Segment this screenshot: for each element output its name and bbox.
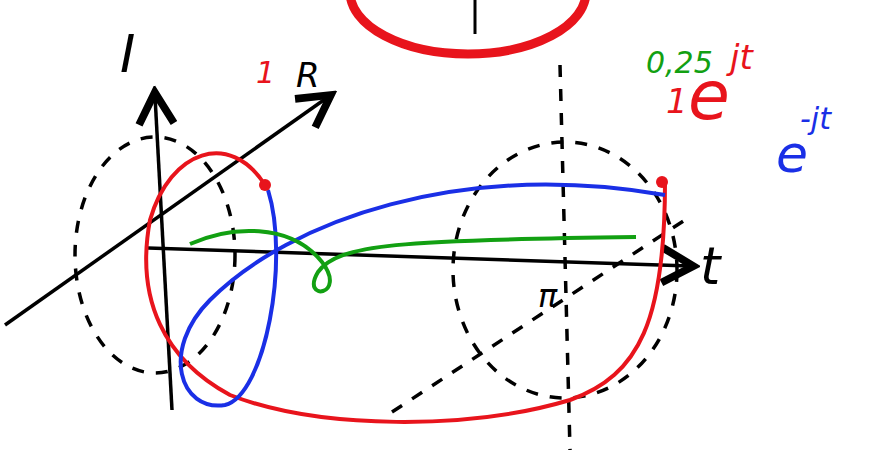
cropped-circle <box>350 0 586 54</box>
axis-label: I <box>120 28 135 80</box>
function-label: e <box>776 128 808 180</box>
helix-curve <box>181 185 665 406</box>
exponent-label: -jt <box>800 104 831 134</box>
amplitude-label: 1 <box>256 58 275 88</box>
axis-label: R <box>296 58 320 92</box>
axis-tick-label: π <box>538 280 557 312</box>
axes <box>5 96 690 410</box>
helix-curve <box>190 231 636 291</box>
axis-label: t <box>700 240 720 292</box>
point <box>656 176 668 188</box>
amplitude-label: 1 <box>666 84 688 118</box>
point <box>259 179 271 191</box>
amplitude-label: 0,25 <box>646 48 713 78</box>
exponent-label: jt <box>730 40 753 74</box>
helix-curve <box>146 153 665 422</box>
